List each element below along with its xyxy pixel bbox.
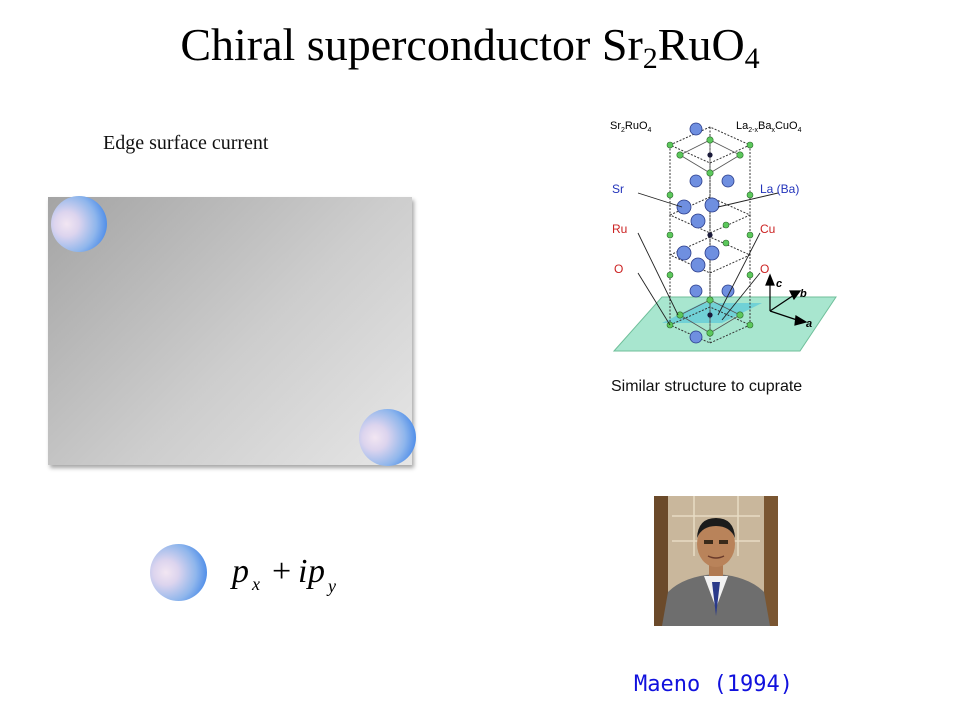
label-la-ba: La (Ba): [760, 182, 799, 196]
label-ru: Ru: [612, 222, 627, 236]
formula-i: i: [298, 553, 307, 590]
label-cu: Cu: [760, 222, 775, 236]
formula-sub-x: x: [251, 574, 260, 594]
axis-c-label: c: [776, 278, 782, 290]
axis-a-label: a: [806, 318, 812, 330]
chiral-sphere-legend: [150, 544, 207, 601]
maeno-portrait: [654, 496, 778, 626]
slide-title: Chiral superconductor Sr2RuO4: [180, 19, 760, 75]
formula-sub-y: y: [326, 576, 336, 596]
chiral-sphere-top-left: [51, 196, 107, 252]
cuo2-plane: [662, 303, 762, 323]
edge-surface-current-label: Edge surface current: [103, 132, 269, 154]
label-sr: Sr: [612, 182, 624, 196]
chiral-sphere-bottom-right: [359, 409, 416, 466]
formula-p2: p: [306, 553, 325, 590]
maeno-caption: Maeno (1994): [634, 672, 793, 697]
formula-plus: +: [272, 553, 291, 590]
structure-caption: Similar structure to cuprate: [611, 378, 803, 395]
formula-p1: p: [230, 553, 249, 590]
px-ipy-formula: p x + i p y: [230, 553, 336, 596]
crystal-structure-diagram: Sr2RuO4 La2-xBaxCuO4 Sr Ru O La (Ba) Cu …: [610, 120, 837, 352]
label-o-right: O: [760, 262, 769, 276]
superconductor-sample-panel: [48, 197, 412, 465]
label-o-left: O: [614, 262, 623, 276]
axis-b-label: b: [800, 288, 807, 300]
label-sr2ruo4: Sr2RuO4: [610, 120, 652, 134]
label-la-ba-cuo4: La2-xBaxCuO4: [736, 120, 802, 134]
